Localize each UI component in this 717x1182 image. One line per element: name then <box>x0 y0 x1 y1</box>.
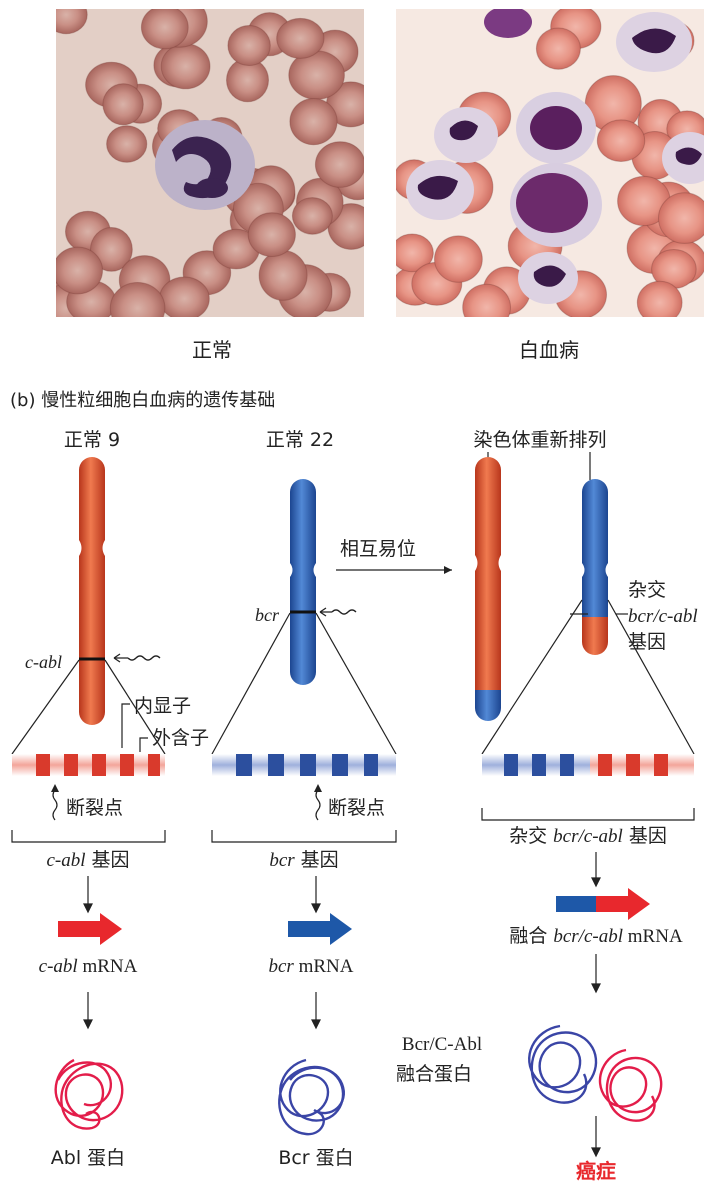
c-abl-mrna-arrow <box>58 913 122 945</box>
translocation-arrow <box>336 566 452 574</box>
hybrid-gene-bar <box>482 754 694 776</box>
red-blood-cell <box>291 197 333 235</box>
red-blood-cell <box>106 125 148 163</box>
hybrid-label-line3: 基因 <box>628 631 666 653</box>
chromosome-9 <box>79 457 105 725</box>
c-abl-locus-label: c-abl <box>25 652 62 672</box>
red-blood-cell <box>258 250 308 301</box>
red-blood-cell <box>434 235 483 283</box>
c-abl-gene-bar <box>12 754 165 776</box>
rearranged-chromosome-9 <box>475 457 501 721</box>
red-blood-cell <box>396 233 434 273</box>
red-blood-cell <box>596 119 646 162</box>
red-blood-cell <box>159 276 210 317</box>
red-blood-cell <box>102 83 144 126</box>
leukemia-blood-micrograph <box>396 9 704 317</box>
normal-22-label: 正常 22 <box>266 429 334 451</box>
normal-9-label: 正常 9 <box>64 429 120 451</box>
section-title: (b) 慢性粒细胞白血病的遗传基础 <box>10 390 275 411</box>
red-blood-cell <box>276 17 325 59</box>
red-blood-cell <box>140 9 189 50</box>
red-blood-cell <box>535 27 581 70</box>
chromosome-22 <box>290 479 316 685</box>
gene-brackets <box>11 808 695 843</box>
intron-label: 内显子 <box>134 695 191 717</box>
fusion-mrna-arrow <box>556 888 650 920</box>
rearranged-chromosome-22 <box>582 479 608 655</box>
fusion-mrna-label: 融合 bcr/c-abl mRNA <box>509 925 683 947</box>
red-blood-cell <box>289 98 338 146</box>
red-blood-cell <box>90 227 133 272</box>
fusion-protein-coil <box>528 1024 663 1122</box>
c-abl-gene-label: c-abl 基因 <box>46 849 129 871</box>
normal-caption: 正常 <box>192 338 232 362</box>
exon-label: 外含子 <box>152 727 209 749</box>
zoom-lines <box>11 599 695 755</box>
normal-blood-micrograph <box>56 9 364 317</box>
red-blood-cell <box>56 246 103 295</box>
breakpoint-squiggle-9 <box>113 653 161 663</box>
hybrid-label-line2: bcr/c-abl <box>628 606 698 627</box>
translocation-label: 相互易位 <box>340 538 416 560</box>
red-blood-cell <box>314 141 364 188</box>
red-blood-cell <box>160 43 211 90</box>
bcr-locus-label: bcr <box>255 605 280 625</box>
red-blood-cell <box>247 212 296 258</box>
bcr-gene-label: bcr 基因 <box>269 849 338 871</box>
bcr-gene-bar <box>212 754 396 776</box>
bcr-protein-coil <box>278 1058 345 1136</box>
breakpoint-squiggle-22 <box>319 607 357 617</box>
flow-arrows <box>83 852 601 1158</box>
abl-protein-coil <box>54 1058 124 1130</box>
red-blood-cell <box>658 192 704 244</box>
breakpoint-arrow-c-abl <box>51 784 59 821</box>
fusion-protein-label-line2: 融合蛋白 <box>396 1063 472 1085</box>
c-abl-mrna-label: c-abl mRNA <box>39 956 138 977</box>
leukemia-caption: 白血病 <box>519 338 579 362</box>
red-blood-cell <box>636 280 683 317</box>
breakpoint-arrow-bcr <box>314 784 322 821</box>
breakpoint-label-bcr: 断裂点 <box>328 797 385 819</box>
red-blood-cell <box>109 282 166 317</box>
red-blood-cell <box>227 25 271 66</box>
bcr-mrna-arrow <box>288 913 352 945</box>
abl-protein-label: Abl 蛋白 <box>51 1147 125 1169</box>
rearranged-label: 染色体重新排列 <box>473 429 606 451</box>
hybrid-label-line1: 杂交 <box>628 579 666 601</box>
bcr-mrna-label: bcr mRNA <box>269 956 354 977</box>
red-blood-cell <box>462 283 511 317</box>
fusion-protein-label-line1: Bcr/C-Abl <box>402 1034 482 1055</box>
cancer-label: 癌症 <box>576 1159 616 1182</box>
breakpoint-label-c-abl: 断裂点 <box>66 797 123 819</box>
bcr-protein-label: Bcr 蛋白 <box>278 1147 353 1169</box>
red-blood-cell <box>56 9 88 35</box>
hybrid-gene-label: 杂交 bcr/c-abl 基因 <box>509 825 667 847</box>
